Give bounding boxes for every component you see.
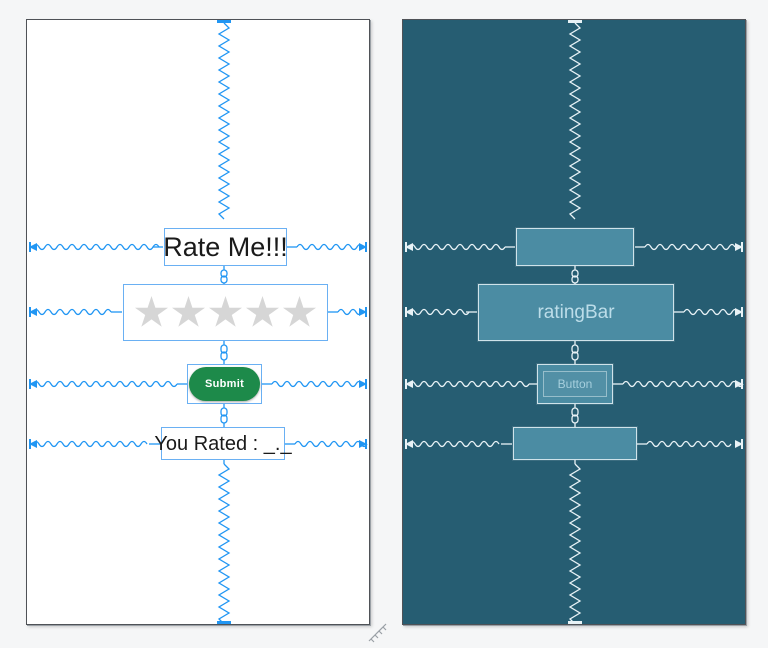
design-widget-result[interactable]: You Rated : _._ xyxy=(154,427,292,460)
design-widget-submit[interactable]: Submit xyxy=(187,364,262,404)
blueprint-widget-rating-bar[interactable]: ratingBar xyxy=(478,284,674,341)
star-icon[interactable] xyxy=(283,296,316,327)
blueprint-surface[interactable]: ratingBar Button xyxy=(402,19,746,625)
design-title-label: Rate Me!!! xyxy=(163,231,288,262)
diagonal-resize-handle-icon[interactable] xyxy=(366,620,390,644)
design-widget-title[interactable]: Rate Me!!! xyxy=(163,228,288,266)
star-icon[interactable] xyxy=(135,296,168,327)
blueprint-widget-result[interactable] xyxy=(513,427,637,460)
blueprint-rating-label: ratingBar xyxy=(537,301,615,323)
blueprint-constraints-overlay xyxy=(405,20,744,624)
design-constraints-overlay xyxy=(29,20,368,624)
design-surface[interactable]: Rate Me!!! Submit You Rat xyxy=(26,19,370,625)
rating-stars[interactable] xyxy=(135,296,316,329)
blueprint-surface-inner: ratingBar Button xyxy=(403,20,745,624)
design-result-label: You Rated : _._ xyxy=(154,432,292,455)
design-surface-inner: Rate Me!!! Submit You Rat xyxy=(27,20,369,624)
blueprint-widget-title[interactable] xyxy=(516,228,634,266)
star-icon[interactable] xyxy=(209,296,242,327)
blueprint-submit-label: Button xyxy=(543,371,607,397)
submit-button[interactable]: Submit xyxy=(189,367,260,401)
star-icon[interactable] xyxy=(172,296,205,327)
blueprint-widget-submit[interactable]: Button xyxy=(537,364,613,404)
submit-button-label: Submit xyxy=(204,378,245,390)
design-widget-rating-bar[interactable] xyxy=(123,284,328,341)
star-icon[interactable] xyxy=(246,296,279,327)
